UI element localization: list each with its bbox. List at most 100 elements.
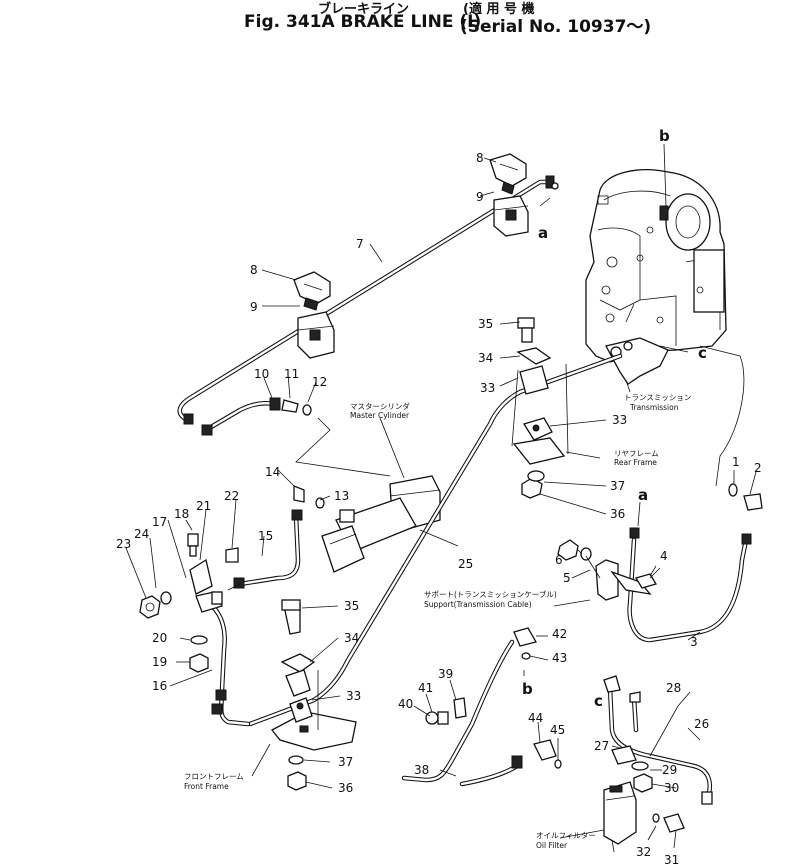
part-number-22: 22 xyxy=(224,489,239,503)
part-number-33-rear-a: 33 xyxy=(480,381,495,395)
part-number-20: 20 xyxy=(152,631,167,645)
o-ring-1 xyxy=(728,483,738,497)
part-number-2: 2 xyxy=(754,461,762,475)
part-number-36-front: 36 xyxy=(338,781,353,795)
part-number-11: 11 xyxy=(284,367,299,381)
part-number-26: 26 xyxy=(694,717,709,731)
washer-24 xyxy=(160,591,172,605)
support-label: Support(Transmission Cable) xyxy=(424,600,532,609)
clip-39 xyxy=(453,697,467,719)
part-number-34-front: 34 xyxy=(344,631,359,645)
front-frame-label: Front Frame xyxy=(184,782,229,791)
part-number-14: 14 xyxy=(265,465,280,479)
part-number-7: 7 xyxy=(356,237,364,251)
part-number-15: 15 xyxy=(258,529,273,543)
serial-range: (Serial No. 10937～) xyxy=(460,17,652,37)
part-number-44: 44 xyxy=(528,711,543,725)
part-number-40: 40 xyxy=(398,697,413,711)
bolt-40 xyxy=(425,711,439,725)
master-cylinder-label: Master Cylinder xyxy=(350,411,410,420)
leader-lines xyxy=(125,157,757,849)
o-ring-12 xyxy=(302,404,312,416)
transmission-label: Transmission xyxy=(629,403,679,412)
part-number-8-lower: 8 xyxy=(250,263,258,277)
ref-letter-b-transmission: b xyxy=(659,127,670,145)
ref-letter-a-pipe3: a xyxy=(638,486,648,504)
part-number-21: 21 xyxy=(196,499,211,513)
part-number-42: 42 xyxy=(552,627,567,641)
part-number-9-lower: 9 xyxy=(250,300,258,314)
oil-filter xyxy=(603,781,637,853)
fitting-10 xyxy=(269,397,281,411)
part-number-16: 16 xyxy=(152,679,167,693)
part-number-19: 19 xyxy=(152,655,167,669)
rear-frame-label-jp: リヤフレーム xyxy=(614,449,659,458)
clamp-27 xyxy=(611,745,637,765)
nut-19 xyxy=(189,653,209,673)
serial-japanese: (適 用 号 機 xyxy=(463,2,535,17)
part-number-38: 38 xyxy=(414,763,429,777)
rear-frame-label: Rear Frame xyxy=(614,458,657,467)
elbow-42 xyxy=(513,627,537,647)
part-number-35-front: 35 xyxy=(344,599,359,613)
washer-20 xyxy=(190,635,208,645)
part-number-27: 27 xyxy=(594,739,609,753)
elbow-11 xyxy=(281,399,299,413)
master-cylinder xyxy=(315,475,441,573)
part-number-callouts: 1 2 3 4 5 6 7 8 9 8 9 10 11 12 13 14 15 … xyxy=(116,151,762,866)
part-number-18: 18 xyxy=(174,507,189,521)
part-number-33-front: 33 xyxy=(346,689,361,703)
part-number-23: 23 xyxy=(116,537,131,551)
elbow-14 xyxy=(293,485,305,503)
oil-filter-label-jp: オイルフィルター xyxy=(536,831,596,840)
part-number-34-rear: 34 xyxy=(478,351,493,365)
title-japanese: ブレーキライン xyxy=(318,2,410,17)
elbow-2 xyxy=(743,493,763,511)
o-ring-45 xyxy=(554,759,562,769)
part-number-8-upper: 8 xyxy=(476,151,484,165)
ref-letter-c-transmission: c xyxy=(698,344,707,362)
part-number-45: 45 xyxy=(550,723,565,737)
part-number-43: 43 xyxy=(552,651,567,665)
part-number-30: 30 xyxy=(664,781,679,795)
pipe-7-end-nut-b xyxy=(183,413,194,425)
clamp-group-upper xyxy=(489,153,529,237)
part-number-10: 10 xyxy=(254,367,269,381)
clamp-group-lower xyxy=(293,271,335,359)
part-number-5: 5 xyxy=(563,571,571,585)
part-number-25: 25 xyxy=(458,557,473,571)
part-number-3: 3 xyxy=(690,635,698,649)
figure-title: Fig. 341A BRAKE LINE (I) xyxy=(244,12,482,32)
part-number-35-rear: 35 xyxy=(478,317,493,331)
part-number-13: 13 xyxy=(334,489,349,503)
part-number-1: 1 xyxy=(732,455,740,469)
part-number-37-rear: 37 xyxy=(610,479,625,493)
part-number-41: 41 xyxy=(418,681,433,695)
o-ring-13 xyxy=(315,497,325,509)
front-frame-plate xyxy=(271,599,357,791)
part-number-28: 28 xyxy=(666,681,681,695)
part-number-37-front: 37 xyxy=(338,755,353,769)
part-number-12: 12 xyxy=(312,375,327,389)
transmission-label-jp: トランスミッション xyxy=(624,393,691,402)
front-frame-label-jp: フロントフレーム xyxy=(184,772,244,781)
part-number-9-upper: 9 xyxy=(476,190,484,204)
part-number-33-rear-b: 33 xyxy=(612,413,627,427)
part-number-17: 17 xyxy=(152,515,167,529)
part-number-6: 6 xyxy=(555,553,563,567)
pipe-7-end-nut-a xyxy=(545,175,555,189)
part-number-32: 32 xyxy=(636,845,651,859)
elbow-44 xyxy=(533,739,557,761)
part-number-31: 31 xyxy=(664,853,679,866)
master-cylinder-label-jp: マスターシリンダ xyxy=(350,401,410,411)
tee-block xyxy=(187,533,241,613)
part-number-4: 4 xyxy=(660,549,668,563)
ref-letter-a-pipe7: a xyxy=(538,224,548,242)
transmission-housing xyxy=(585,169,727,385)
part-number-39: 39 xyxy=(438,667,453,681)
part-number-29: 29 xyxy=(662,763,677,777)
ref-letter-c-pipe26: c xyxy=(594,692,603,710)
o-ring-43 xyxy=(521,652,531,660)
part-number-24: 24 xyxy=(134,527,149,541)
